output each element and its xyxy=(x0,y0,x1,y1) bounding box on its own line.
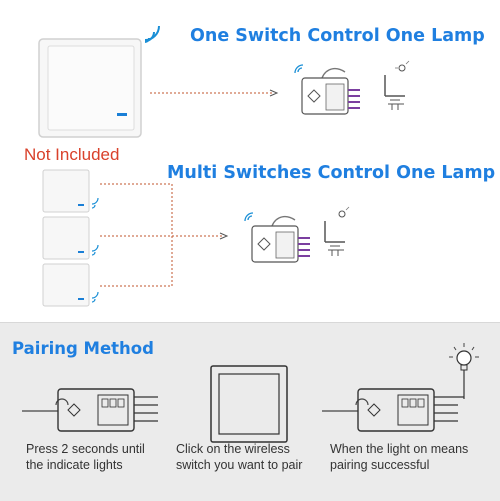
pairing-panel: Pairing Method xyxy=(0,322,500,501)
receiver-icon xyxy=(290,60,370,130)
arrow-icon xyxy=(150,88,280,98)
receiver-icon xyxy=(318,381,468,441)
receiver-icon xyxy=(240,208,320,278)
lamp-icon xyxy=(380,60,420,120)
multi-switch-title: Multi Switches Control One Lamp xyxy=(167,163,496,183)
lamp-icon xyxy=(446,341,486,401)
step-3-caption: When the light on means pairing successf… xyxy=(330,442,469,472)
pairing-title: Pairing Method xyxy=(12,339,154,358)
step-2-caption: Click on the wireless switch you want to… xyxy=(176,442,303,472)
step-1-caption: Press 2 seconds until the indicate light… xyxy=(26,442,145,472)
not-included-label: Not Included xyxy=(24,145,120,164)
receiver-icon xyxy=(18,381,168,441)
large-switch xyxy=(38,38,142,138)
light-switch-icon xyxy=(42,169,99,307)
light-switch-icon xyxy=(210,365,288,443)
one-switch-title: One Switch Control One Lamp xyxy=(190,26,485,46)
multi-switch-stack xyxy=(42,168,102,308)
wifi-icon xyxy=(142,24,164,46)
lamp-icon xyxy=(320,206,360,266)
arrow-icon xyxy=(100,182,240,292)
light-switch-icon xyxy=(38,38,142,138)
